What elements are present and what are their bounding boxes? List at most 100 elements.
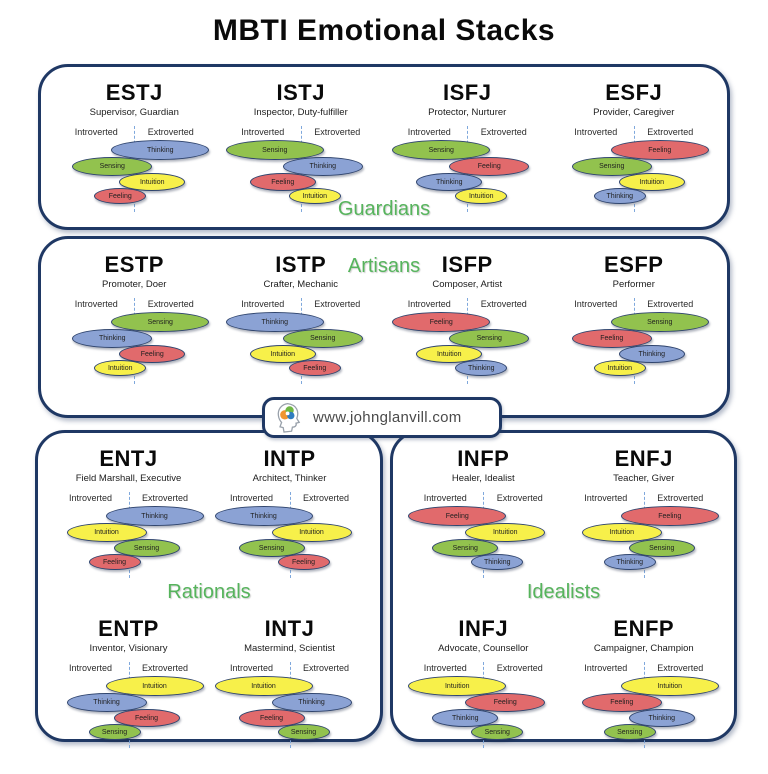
function-ellipse-sensing-introverted: Sensing [88, 724, 141, 741]
introverted-label: Introverted [74, 299, 118, 310]
type-name: ENFJ [614, 446, 673, 471]
introverted-label: Introverted [584, 493, 628, 504]
function-ellipse-thinking-introverted: Thinking [432, 709, 499, 728]
group-label-artisans: Artisans [347, 255, 421, 277]
axis-labels: Introverted Extroverted [48, 663, 209, 673]
type-subtitle: Crafter, Mechanic [263, 279, 338, 291]
function-ellipse-sensing-extroverted: Sensing [628, 539, 695, 558]
type-name: INTJ [264, 616, 315, 641]
introverted-label: Introverted [241, 299, 285, 310]
function-ellipse-thinking-extroverted: Thinking [105, 506, 204, 527]
extroverted-label: Extroverted [314, 299, 361, 310]
function-ellipse-feeling-introverted: Feeling [238, 709, 305, 728]
function-ellipse-intuition-introverted: Intuition [214, 676, 313, 697]
function-ellipse-intuition-introverted: Intuition [66, 523, 147, 543]
type-name: ENTJ [99, 446, 158, 471]
function-ellipse-feeling-extroverted: Feeling [465, 693, 546, 713]
introverted-label: Introverted [68, 663, 112, 674]
function-ellipse-feeling-introverted: Feeling [408, 506, 507, 527]
function-ellipse-sensing-introverted: Sensing [432, 539, 499, 558]
function-ellipse-feeling-introverted: Feeling [249, 173, 316, 192]
extroverted-label: Extroverted [496, 493, 543, 504]
group-label-idealists: Idealists [526, 581, 601, 603]
function-ellipse-feeling-introverted: Feeling [571, 329, 652, 349]
type-subtitle: Inspector, Duty-fulfiller [253, 107, 348, 119]
introverted-label: Introverted [407, 299, 451, 310]
website-url: www.johnglanvill.com [313, 409, 462, 426]
type-subtitle: Campaigner, Champion [593, 643, 694, 655]
function-ellipse-thinking-extroverted: Thinking [471, 554, 524, 571]
introverted-label: Introverted [423, 493, 467, 504]
type-name: ISFP [441, 252, 493, 277]
type-name: ISFJ [443, 80, 492, 105]
extroverted-label: Extroverted [142, 493, 189, 504]
introverted-label: Introverted [229, 493, 273, 504]
function-ellipse-sensing-extroverted: Sensing [277, 724, 330, 741]
type-name: ESFP [604, 252, 664, 277]
function-ellipse-feeling-extroverted: Feeling [288, 360, 341, 377]
function-ellipse-intuition-extroverted: Intuition [119, 173, 186, 192]
group-label-guardians: Guardians [337, 198, 431, 220]
function-ellipse-sensing-introverted: Sensing [571, 157, 652, 177]
type-name: ENFP [613, 616, 675, 641]
function-ellipse-feeling-extroverted: Feeling [119, 345, 186, 364]
type-subtitle: Mastermind, Scientist [244, 643, 335, 655]
type-subtitle: Protector, Nurturer [428, 107, 507, 119]
introverted-label: Introverted [584, 663, 628, 674]
function-ellipse-intuition-introverted: Intuition [94, 360, 147, 377]
extroverted-label: Extroverted [303, 663, 350, 674]
function-ellipse-feeling-extroverted: Feeling [113, 709, 180, 728]
function-ellipse-thinking-extroverted: Thinking [271, 693, 352, 713]
type-subtitle: Provider, Caregiver [593, 107, 675, 119]
website-badge: www.johnglanvill.com [262, 397, 502, 438]
type-name: ENTP [98, 616, 159, 641]
type-name: INFJ [458, 616, 509, 641]
function-ellipse-intuition-extroverted: Intuition [620, 676, 719, 697]
function-ellipse-sensing-extroverted: Sensing [113, 539, 180, 558]
type-name: INFP [457, 446, 510, 471]
function-ellipse-sensing-extroverted: Sensing [610, 312, 709, 333]
function-ellipse-sensing-extroverted: Sensing [471, 724, 524, 741]
function-ellipse-thinking-extroverted: Thinking [618, 345, 685, 364]
function-ellipse-intuition-extroverted: Intuition [455, 188, 508, 205]
introverted-label: Introverted [407, 127, 451, 138]
function-ellipse-sensing-extroverted: Sensing [449, 329, 530, 349]
extroverted-label: Extroverted [142, 663, 189, 674]
type-subtitle: Supervisor, Guardian [89, 107, 179, 119]
type-subtitle: Performer [612, 279, 655, 291]
extroverted-label: Extroverted [647, 299, 694, 310]
introverted-label: Introverted [241, 127, 285, 138]
type-name: ESTP [104, 252, 164, 277]
function-ellipse-feeling-extroverted: Feeling [277, 554, 330, 571]
brain-head-icon [277, 402, 301, 433]
type-subtitle: Architect, Thinker [252, 473, 327, 485]
